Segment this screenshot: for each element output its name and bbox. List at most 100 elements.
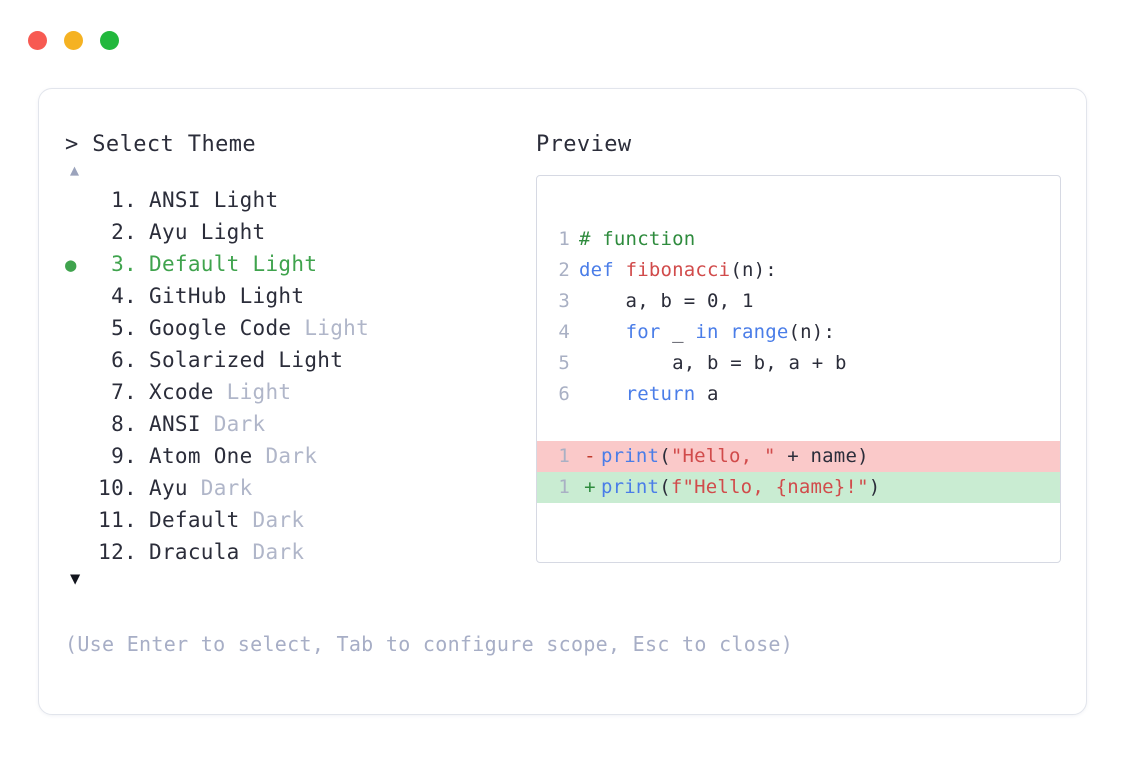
code-token-string: f"Hello, {name}!": [670, 476, 869, 498]
code-line-text: return a: [579, 379, 719, 410]
theme-item-index: 10.: [98, 476, 137, 500]
theme-item-index: 4.: [111, 284, 137, 308]
code-token-plain: [579, 321, 626, 343]
theme-list-item[interactable]: ●8.ANSI Dark: [65, 408, 535, 440]
theme-list-item[interactable]: ●9.Atom One Dark: [65, 440, 535, 472]
selection-bullet-icon: ●: [65, 217, 91, 249]
theme-list-item[interactable]: ●5.Google Code Light: [65, 312, 535, 344]
theme-item-variant: Dark: [252, 444, 318, 468]
theme-picker-panel: > Select Theme ▲ ●1.ANSI Light●2.Ayu Lig…: [65, 131, 535, 590]
code-line: 5 a, b = b, a + b: [537, 348, 1060, 379]
selection-bullet-icon: ●: [65, 473, 91, 505]
selection-bullet-icon: ●: [65, 313, 91, 345]
scroll-down-icon[interactable]: ▼: [70, 569, 81, 589]
theme-item-variant: Dark: [200, 412, 266, 436]
theme-item-name: Solarized Light: [149, 348, 344, 372]
code-line: 2 def fibonacci(n):: [537, 255, 1060, 286]
theme-item-variant: Dark: [239, 508, 305, 532]
selection-bullet-icon: ●: [65, 377, 91, 409]
code-token-plain: (: [659, 445, 671, 467]
theme-list-item[interactable]: ● 2. Ayu Light: [65, 216, 535, 248]
preview-label: Preview: [536, 132, 632, 157]
line-number: 5: [558, 352, 570, 374]
theme-item-name: Atom One Dark: [149, 444, 318, 468]
theme-list-item[interactable]: ●12.Dracula Dark: [65, 536, 535, 568]
theme-item-name: Dracula Dark: [149, 540, 305, 564]
diff-block: 1-print("Hello, " + name)1+print(f"Hello…: [537, 441, 1060, 503]
theme-item-name: ANSI Light: [149, 188, 279, 212]
theme-list: ● 1. ANSI Light ● 2. Ayu Light ● 3. Default Ligh…: [65, 184, 535, 568]
minimize-button-dot[interactable]: [64, 31, 83, 50]
selection-bullet-icon: ●: [65, 281, 91, 313]
theme-item-index: 8.: [111, 412, 137, 436]
window-controls: [28, 31, 119, 50]
theme-list-item[interactable]: ● 4. GitHub Light: [65, 280, 535, 312]
code-token-plain: a, b = 0, 1: [579, 290, 754, 312]
theme-item-index: 3.: [111, 252, 137, 276]
code-token-keyword: print: [601, 445, 660, 467]
maximize-button-dot[interactable]: [100, 31, 119, 50]
code-token-plain: ): [868, 476, 881, 498]
scroll-up-icon[interactable]: ▲: [70, 161, 80, 179]
code-token-plain: [579, 383, 626, 405]
diff-sign: -: [584, 445, 596, 467]
diff-line-removed: 1-print("Hello, " + name): [537, 441, 1060, 472]
close-button-dot[interactable]: [28, 31, 47, 50]
theme-item-index: 6.: [111, 348, 137, 372]
code-token-plain: (n):: [730, 259, 777, 281]
code-line: 6 return a: [537, 379, 1060, 410]
theme-item-name: Google Code Light: [149, 316, 370, 340]
code-line: 1 # function: [537, 224, 1060, 255]
code-line-text: # function: [579, 224, 695, 255]
code-token-keyword: return: [625, 383, 696, 405]
selection-bullet-icon: ●: [65, 254, 77, 276]
selection-bullet-icon: ●: [65, 505, 91, 537]
selection-bullet-icon: ●: [65, 185, 91, 217]
theme-item-index: 9.: [111, 444, 137, 468]
line-number: 4: [558, 321, 570, 343]
theme-item-name: Xcode Light: [149, 380, 292, 404]
theme-list-item[interactable]: ●11.Default Dark: [65, 504, 535, 536]
line-number: 6: [558, 383, 570, 405]
theme-item-index: 12.: [98, 540, 137, 564]
selection-bullet-icon: ●: [65, 345, 91, 377]
code-line-text: for _ in range(n):: [579, 317, 835, 348]
code-line: 3 a, b = 0, 1: [537, 286, 1060, 317]
code-line-text: a, b = b, a + b: [579, 348, 847, 379]
code-line: 4 for _ in range(n):: [537, 317, 1060, 348]
theme-list-item[interactable]: ●10.Ayu Dark: [65, 472, 535, 504]
line-number: 1: [558, 228, 570, 250]
diff-sign: +: [584, 476, 596, 498]
theme-item-index: 7.: [111, 380, 137, 404]
code-token-keyword: def: [579, 259, 626, 281]
theme-item-variant: Light: [213, 380, 292, 404]
theme-item-name: Default Light: [149, 252, 318, 276]
diff-line-number: 1: [558, 445, 570, 467]
code-token-plain: a, b = b, a + b: [579, 352, 847, 374]
diff-line-text: print("Hello, " + name): [601, 441, 869, 472]
theme-list-item[interactable]: ● 6. Solarized Light: [65, 344, 535, 376]
theme-item-name: Ayu Light: [149, 220, 266, 244]
theme-item-index: 1.: [111, 188, 137, 212]
line-number: 3: [558, 290, 570, 312]
code-token-plain: (: [659, 476, 671, 498]
diff-line-added: 1 +print(f"Hello, {name}!"): [537, 472, 1060, 503]
code-token-plain: _: [660, 321, 696, 343]
code-token-keyword: print: [601, 476, 660, 498]
code-token-plain: a: [695, 383, 719, 405]
line-number: 2: [558, 259, 570, 281]
theme-list-item[interactable]: ● 7. Xcode Light: [65, 376, 535, 408]
code-token-plain: + name): [775, 445, 869, 467]
theme-list-item[interactable]: ● 3. Default Light: [65, 248, 535, 280]
theme-item-index: 11.: [98, 508, 137, 532]
theme-item-name: GitHub Light: [149, 284, 305, 308]
diff-line-number: 1: [558, 476, 570, 498]
theme-list-item[interactable]: ● 1. ANSI Light: [65, 184, 535, 216]
theme-item-index: 2.: [111, 220, 137, 244]
code-line-text: def fibonacci(n):: [579, 255, 777, 286]
diff-line-text: print(f"Hello, {name}!"): [601, 472, 880, 503]
keyboard-hint: (Use Enter to select, Tab to configure s…: [65, 632, 794, 656]
